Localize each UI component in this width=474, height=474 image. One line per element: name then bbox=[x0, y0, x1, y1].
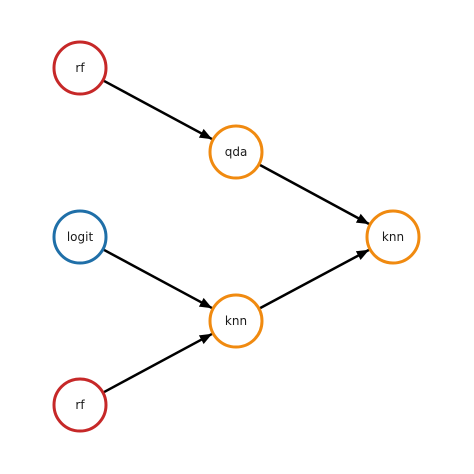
node-rf-top: rf bbox=[52, 40, 108, 96]
nodes-layer: rf qda logit knn knn rf bbox=[52, 40, 421, 433]
node-qda: qda bbox=[208, 124, 264, 180]
node-label: knn bbox=[382, 230, 404, 244]
node-circle bbox=[52, 209, 108, 265]
node-label: knn bbox=[225, 314, 247, 328]
node-label: rf bbox=[75, 398, 85, 412]
node-logit: logit bbox=[52, 209, 108, 265]
edge-arrow-rf_top-to-qda bbox=[102, 79, 213, 141]
node-circle bbox=[365, 209, 421, 265]
edge-arrow-qda-to-knn_final bbox=[258, 163, 370, 226]
node-circle bbox=[208, 124, 264, 180]
node-circle bbox=[52, 40, 108, 96]
node-label: qda bbox=[225, 145, 248, 159]
node-knn-final: knn bbox=[365, 209, 421, 265]
edge-arrow-knn_mid-to-knn_final bbox=[258, 248, 370, 310]
node-circle bbox=[52, 377, 108, 433]
node-rf-bottom: rf bbox=[52, 377, 108, 433]
edges-layer bbox=[102, 79, 370, 394]
node-label: logit bbox=[67, 230, 94, 244]
edge-arrow-rf_bottom-to-knn_mid bbox=[102, 332, 213, 394]
node-label: rf bbox=[75, 61, 85, 75]
node-circle bbox=[208, 293, 264, 349]
edge-arrow-logit-to-knn_mid bbox=[102, 248, 213, 310]
node-knn-mid: knn bbox=[208, 293, 264, 349]
